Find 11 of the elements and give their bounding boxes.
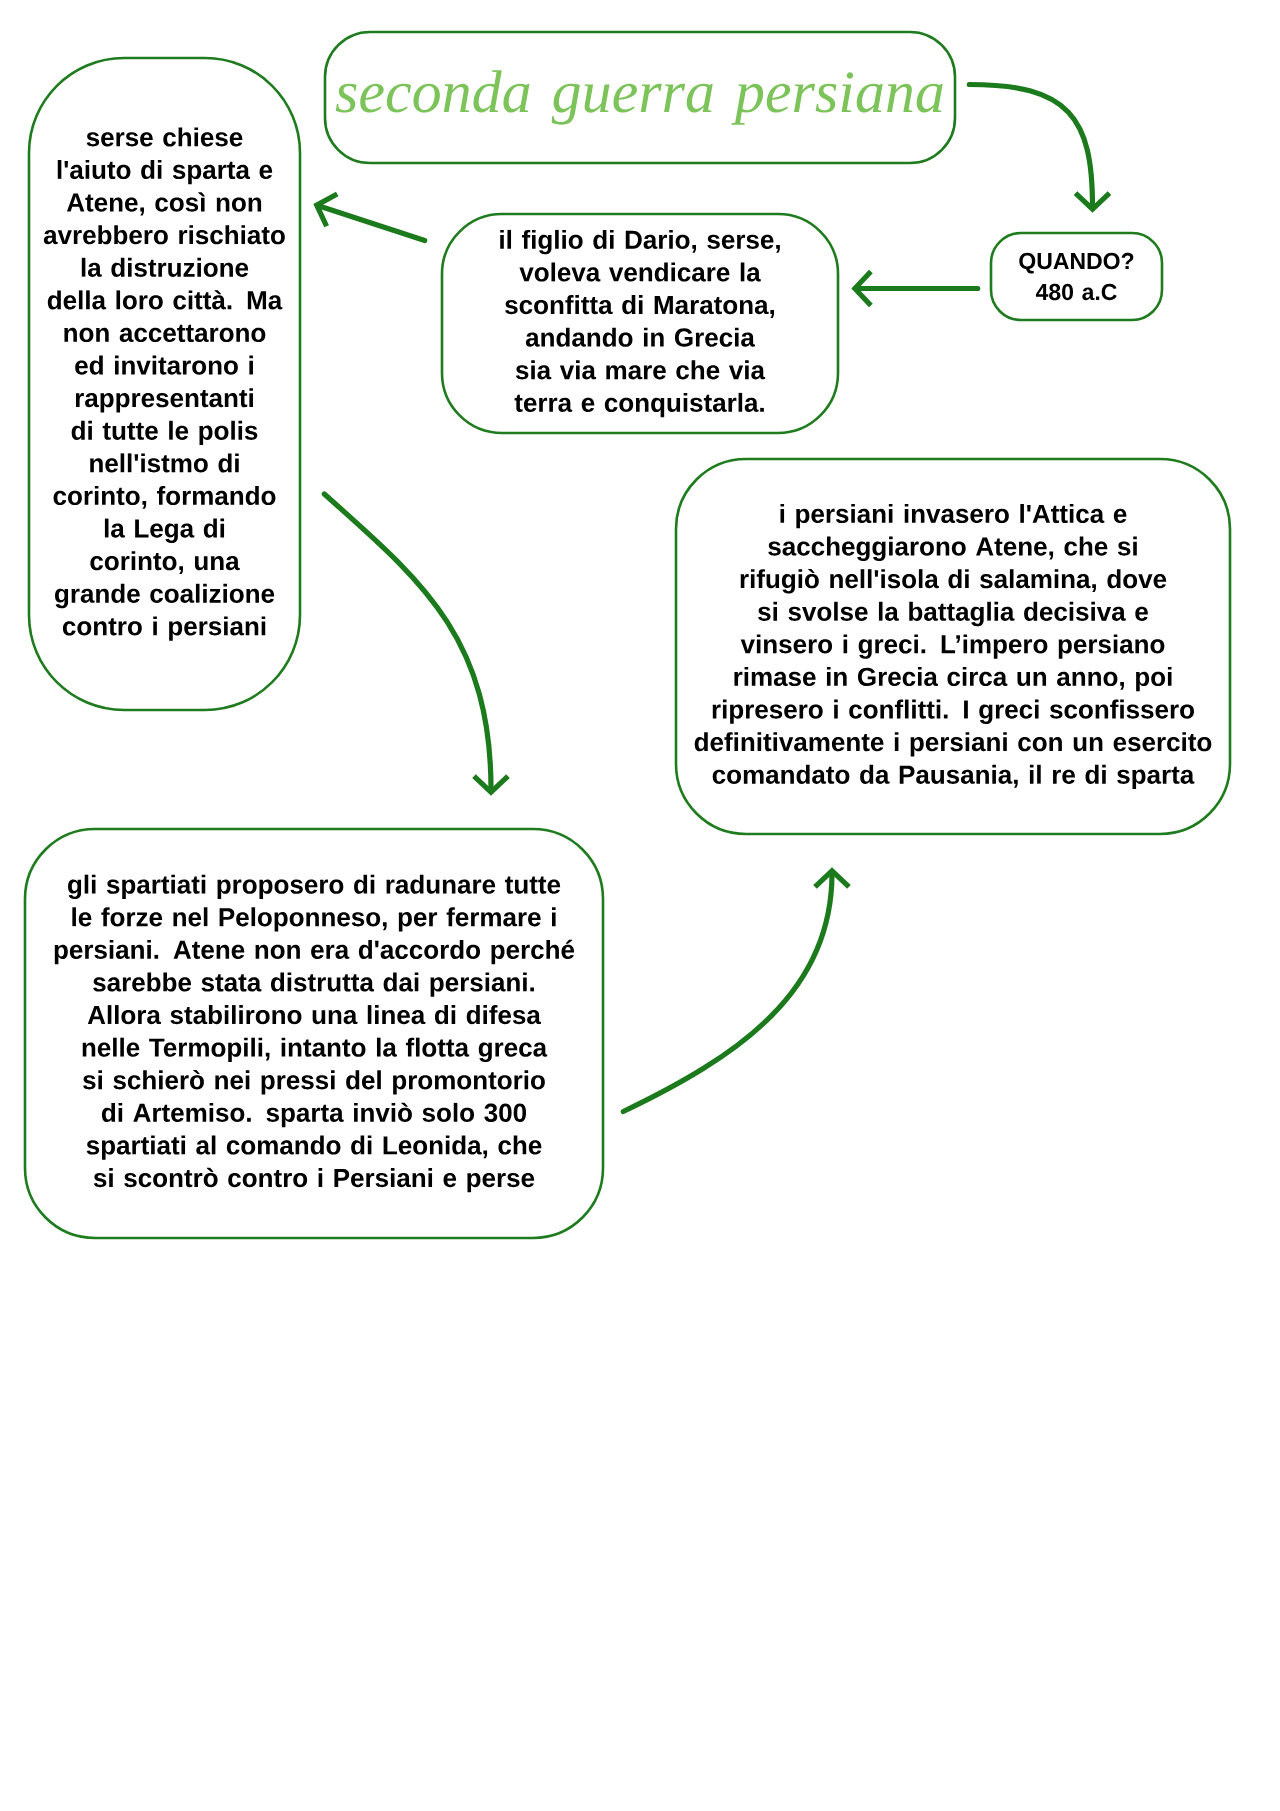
arrow [321,491,510,796]
title-box: seconda guerra persiana [323,30,957,165]
rounded-box: i persiani invasero l'Attica e saccheggiarono Atene, che si rifugiò nell'isola di salamina, dove si svolse la battaglia decisiva e vinsero i greci. L’impero persiano rimase in Grecia circa un anno, poi ripresero i conflitti. I greci sconfissero definitivamente i persiani con un esercito comandato da Pausania, il re di sparta [674,457,1232,836]
rounded-box: il figlio di Dario, serse, voleva vendicare la sconfitta di Maratona, andando in Grecia sia via mare che via terra e conquistarla. [440,212,840,435]
arrow [313,191,428,244]
arrow [966,81,1112,213]
rounded-box: QUANDO? 480 a.C [989,231,1164,322]
rounded-box: serse chiese l'aiuto di sparta e Atene, così non avrebbero rischiato la distruzione della loro città. Ma non accettarono ed invitarono i rappresentanti di tutte le polis nell'istmo di corinto, formando la Lega di corinto, una grande coalizione contro i persiani [27,56,302,712]
arrow [851,269,981,308]
rounded-box: gli spartiati proposero di radunare tutte le forze nel Peloponneso, per fermare i persiani. Atene non era d'accordo perché sarebbe stata distrutta dai persiani. Allora stabilirono una linea di difesa nelle Termopili, intanto la flotta greca si schierò nei pressi del promontorio di Artemiso. sparta inviò solo 300 spartiati al comando di Leonida, che si scontrò contro i Persiani e perse [23,827,605,1240]
arrow [620,867,851,1115]
